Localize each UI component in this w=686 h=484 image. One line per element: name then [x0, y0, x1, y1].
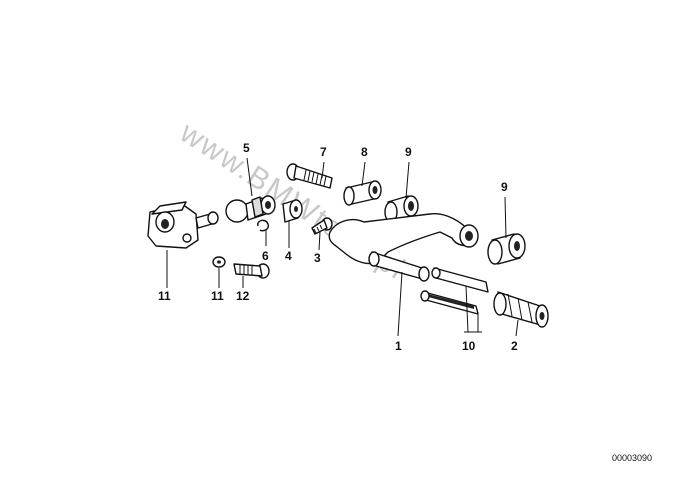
part-9-bushing-left[interactable] [384, 195, 419, 223]
part-10-rubber-pins[interactable] [420, 267, 489, 315]
leader-lines [166, 157, 519, 337]
document-id: 00003090 [612, 453, 652, 463]
callout-4: 4 [285, 249, 292, 263]
callout-9-left: 9 [405, 145, 412, 159]
part-7-bolt[interactable] [286, 163, 333, 189]
part-9-bushing-right[interactable] [487, 233, 526, 265]
callout-13: 12 [236, 289, 250, 303]
callout-11: 11 [158, 289, 171, 303]
callout-10: 10 [462, 339, 476, 353]
part-2-foot-peg-rubber[interactable] [493, 291, 549, 328]
part-13-bolt[interactable] [233, 263, 270, 279]
callout-9-right: 9 [501, 180, 508, 194]
callout-8: 8 [361, 145, 368, 159]
part-4-bushing[interactable] [282, 199, 303, 223]
part-11-bracket[interactable] [147, 201, 213, 249]
part-3-screw[interactable] [311, 217, 333, 235]
part-5-ball-joint[interactable] [207, 195, 276, 225]
callout-labels: 5 7 8 9 9 6 4 3 11 11 12 1 10 2 [158, 141, 518, 353]
part-6-circlip[interactable] [257, 219, 270, 232]
part-1-shift-lever[interactable] [328, 213, 479, 282]
callout-6: 6 [262, 249, 269, 263]
callout-2: 2 [511, 339, 518, 353]
callout-3: 3 [314, 251, 321, 265]
part-12-washer[interactable] [212, 256, 226, 268]
callout-1: 1 [395, 339, 402, 353]
part-8-sleeve[interactable] [343, 180, 382, 206]
callout-7: 7 [320, 145, 327, 159]
callout-5: 5 [243, 141, 250, 155]
callout-12: 11 [211, 289, 224, 303]
